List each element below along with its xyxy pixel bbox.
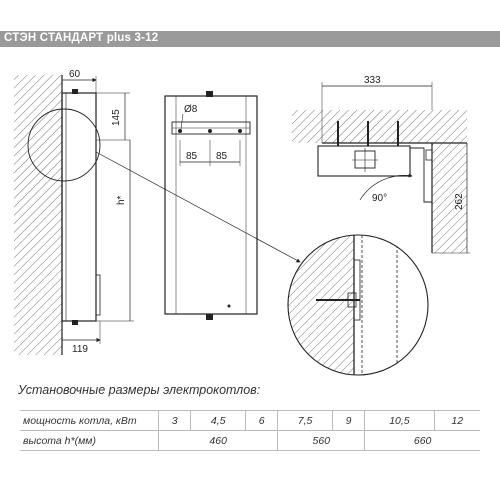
boiler-front-body [164,95,258,315]
dim-333: 333 [364,75,381,86]
front-view: Ø8 85 85 [164,91,258,320]
mount-pin-bottom [72,320,78,325]
detail-view [95,151,429,376]
dim-h: h* [116,195,127,205]
front-pin-bottom [206,314,213,320]
power-cell: 12 [433,410,480,431]
dim-60: 60 [69,69,81,80]
front-pin-top [206,91,213,97]
power-cell: 6 [244,410,279,431]
power-cell: 3 [157,410,192,431]
wall-hatch-left [14,75,62,355]
ceiling-hatch [292,110,467,143]
table-row: мощность котла, кВт 3 4,5 6 7,5 9 10,5 1… [20,410,480,431]
dim-85-left: 85 [186,151,198,162]
height-cell: 560 [277,430,366,451]
dim-262: 262 [454,193,465,210]
side-view: 60 145 h* 119 [14,69,134,355]
top-view: 333 90° 262 [292,75,470,254]
detail-enlarged-circle [287,234,429,376]
page-title: СТЭН СТАНДАРТ plus 3-12 [4,32,159,44]
table-row: высота h*(мм) 460 560 660 [20,430,480,451]
dim-d8: Ø8 [184,104,198,115]
height-cell: 660 [364,430,480,451]
dim-85-right: 85 [216,151,228,162]
technical-drawing: 60 145 h* 119 Ø8 85 85 [14,69,470,376]
heater-top-body [317,145,411,177]
dim-119: 119 [72,344,88,355]
dim-90: 90° [372,193,387,204]
power-cell: 7,5 [277,410,333,431]
power-label: мощность котла, кВт [20,410,159,431]
detail-leader [95,151,301,263]
power-cell: 9 [331,410,366,431]
power-cell: 4,5 [190,410,246,431]
wall-hatch-right [432,143,467,253]
dim-145: 145 [111,109,122,126]
height-cell: 460 [157,430,279,451]
mount-pin-top [72,89,78,94]
installation-caption: Установочные размеры электрокотлов: [18,383,261,397]
boiler-side-body [61,92,97,322]
power-cell: 10,5 [364,410,435,431]
detail-circle [27,108,101,182]
header-bar [0,31,500,47]
header: СТЭН СТАНДАРТ plus 3-12 [0,0,500,47]
height-label: высота h*(мм) [20,430,159,451]
specs-table: мощность котла, кВт 3 4,5 6 7,5 9 10,5 1… [20,410,480,451]
